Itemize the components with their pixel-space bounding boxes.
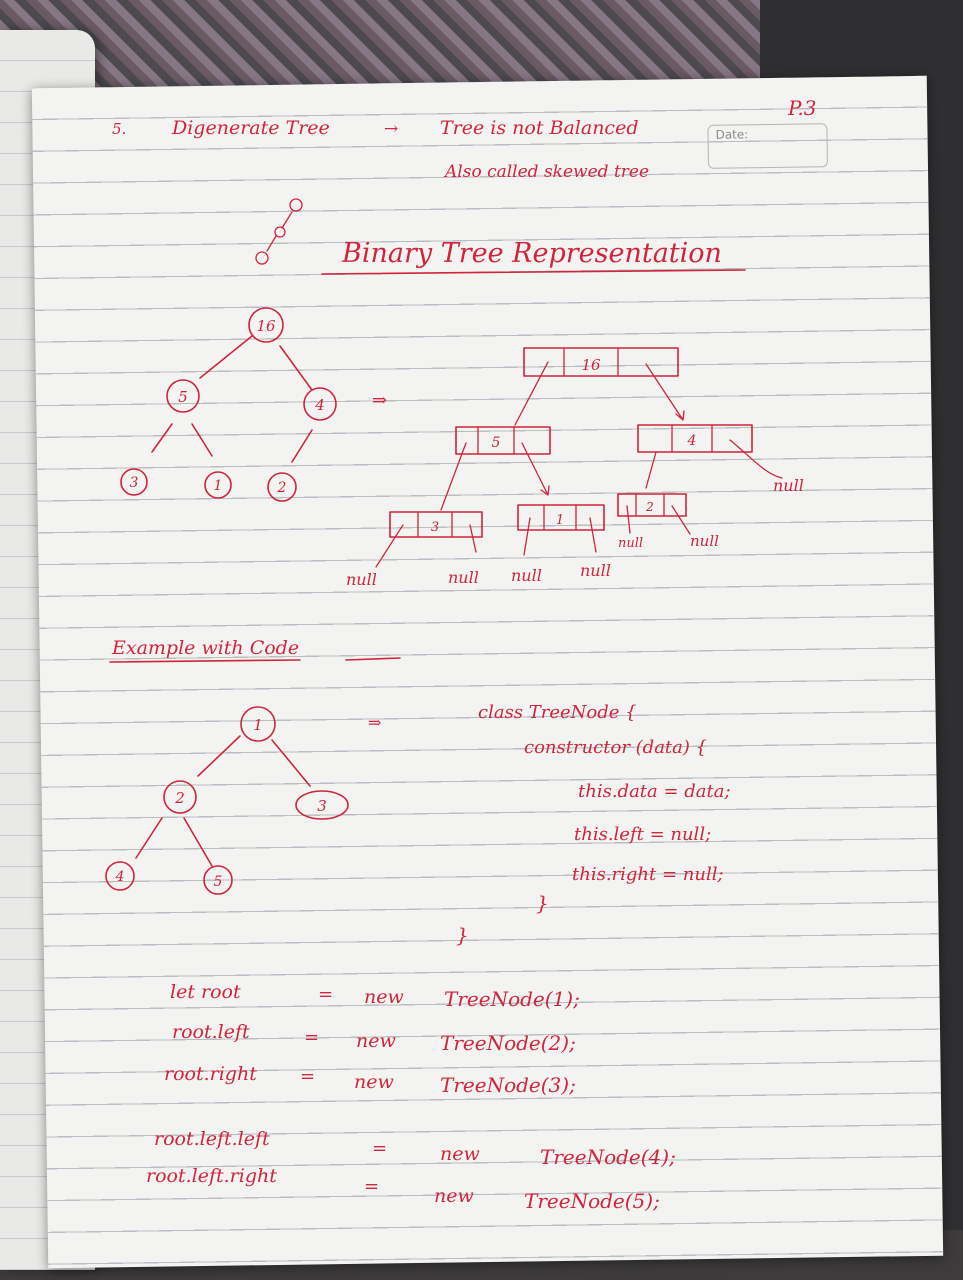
- date-box: Date:: [707, 123, 828, 169]
- date-label: Date:: [715, 127, 749, 142]
- notebook-page: Date:: [31, 75, 944, 1269]
- ruled-lines: [31, 75, 944, 1269]
